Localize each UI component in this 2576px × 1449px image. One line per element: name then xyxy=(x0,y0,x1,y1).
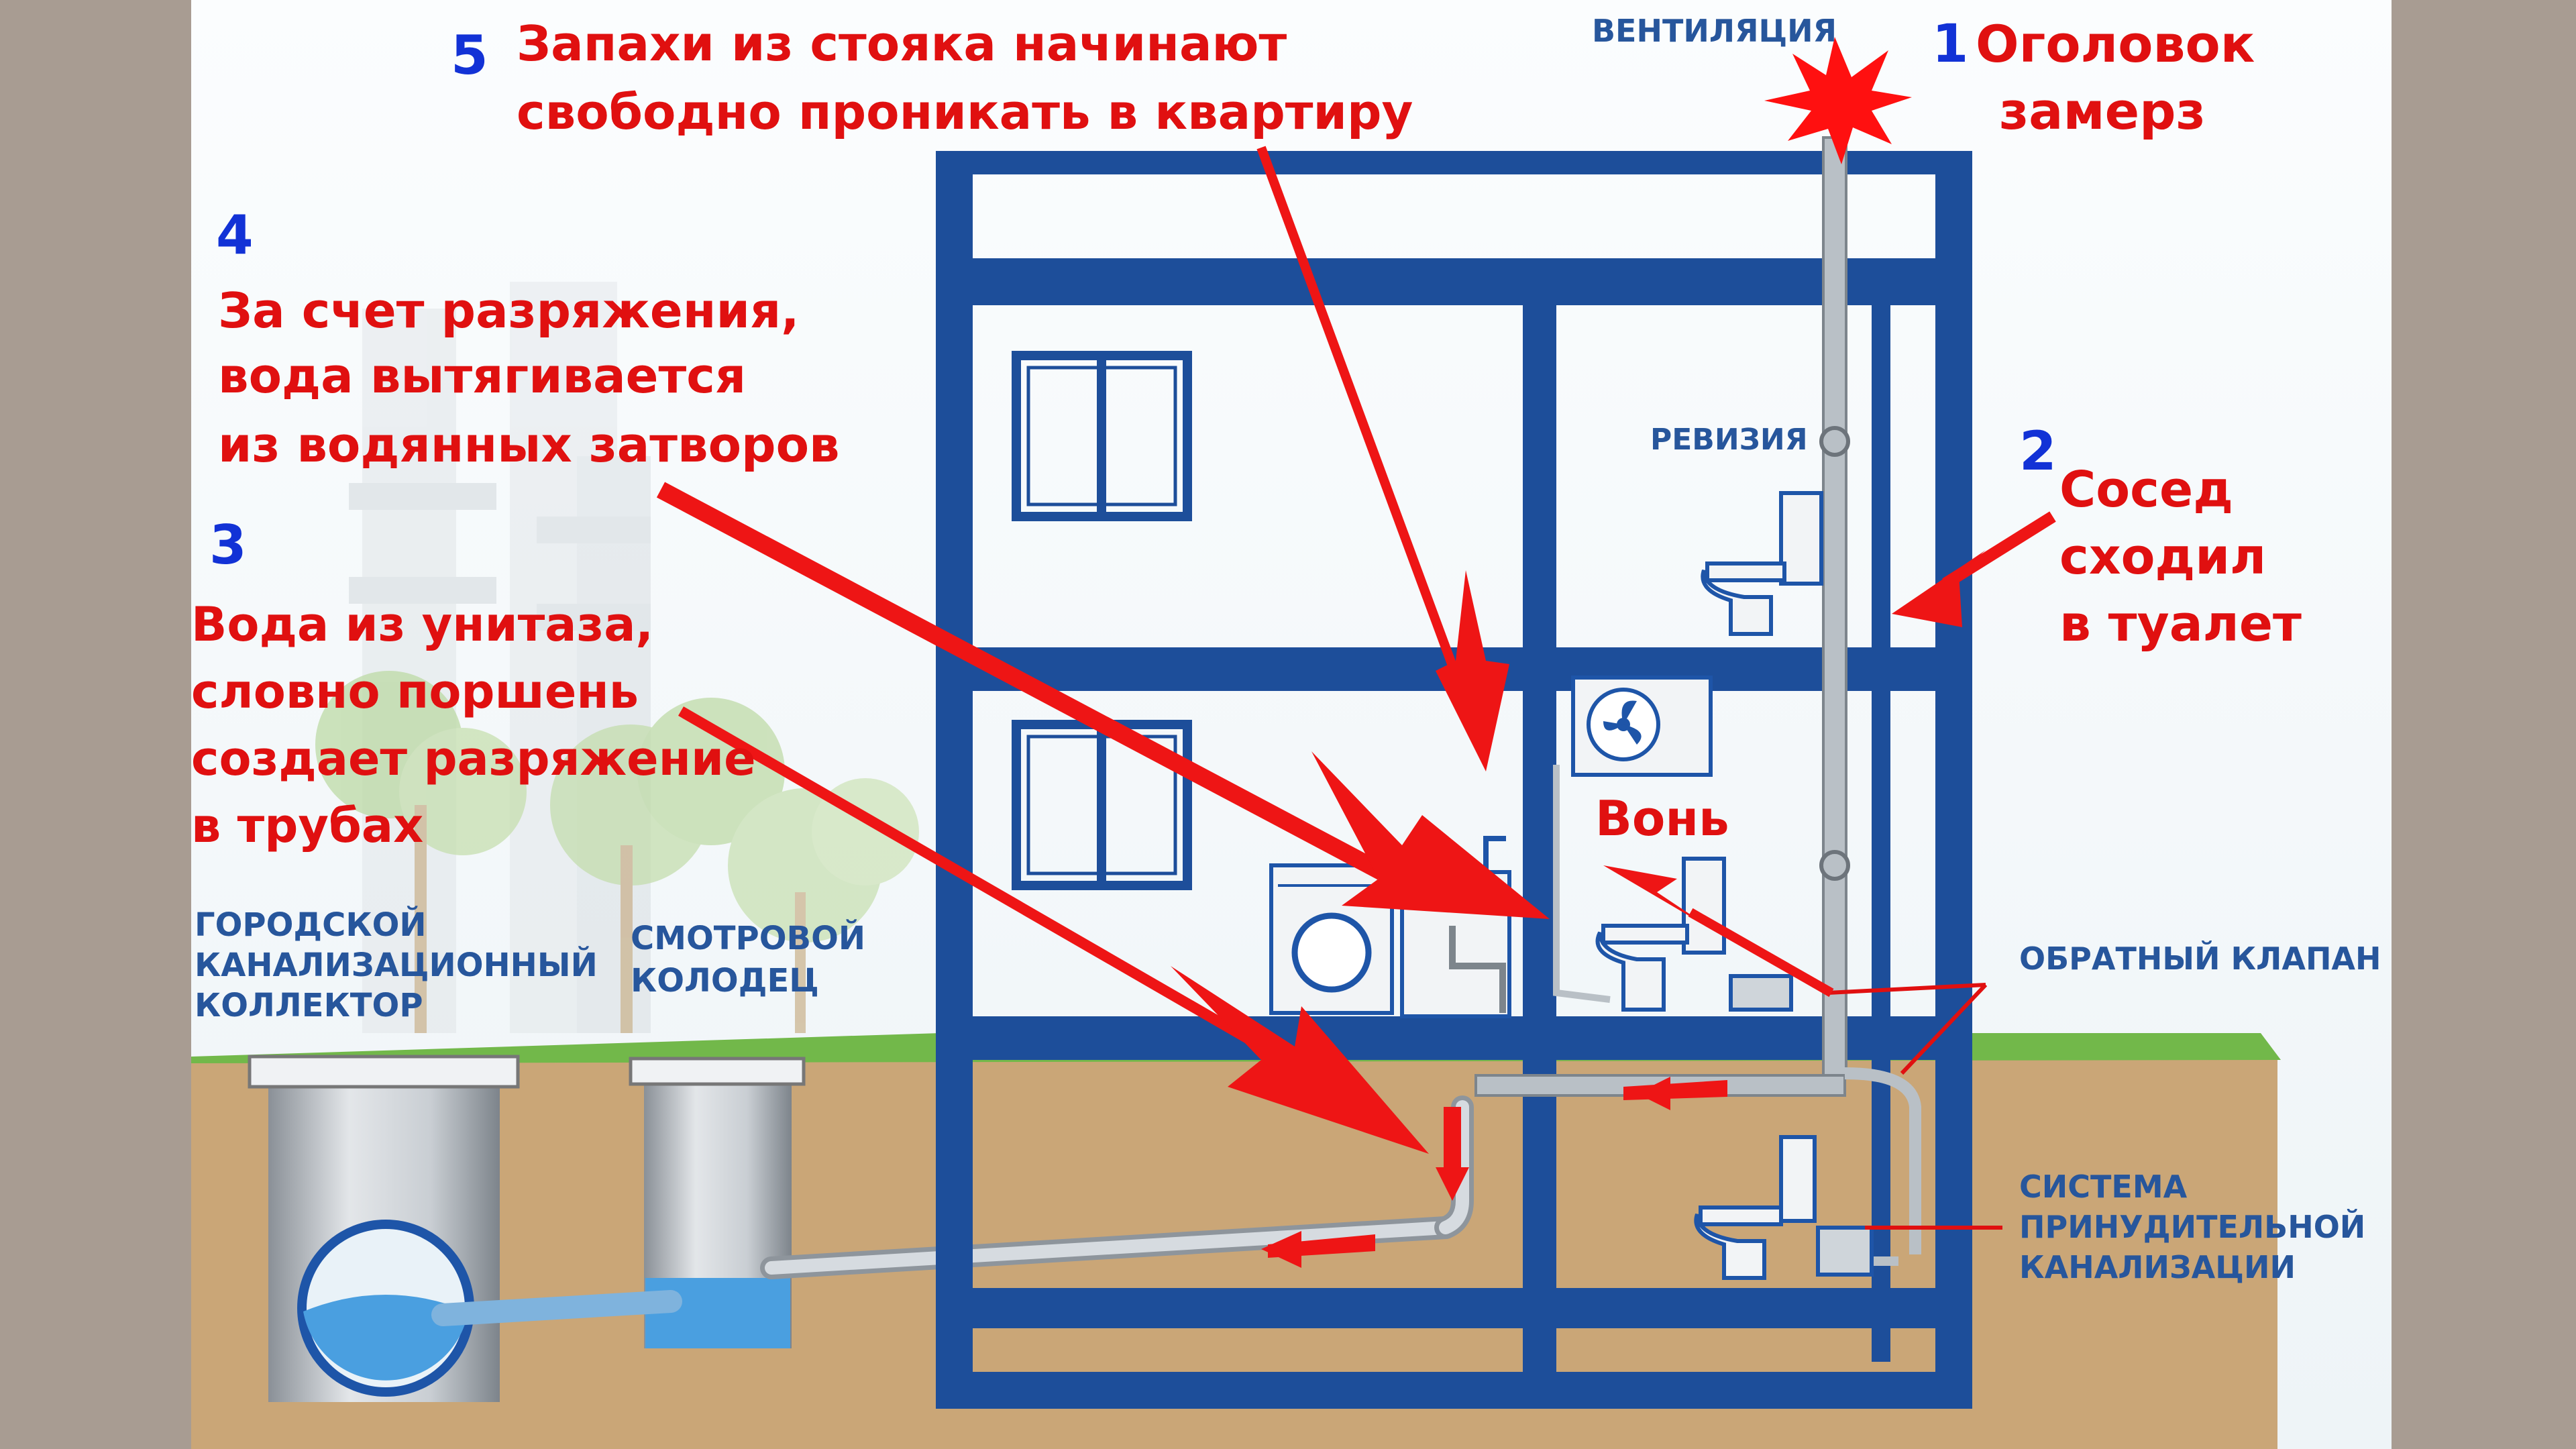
svg-text:КОЛОДЕЦ: КОЛОДЕЦ xyxy=(631,962,819,1000)
toilet-basement-icon xyxy=(1694,1135,1874,1280)
smell-label: Вонь xyxy=(1595,790,1729,847)
arrow-water-seal xyxy=(656,482,1550,919)
arrow-piston xyxy=(678,706,1429,1154)
svg-text:в туалет: в туалет xyxy=(2059,595,2302,653)
toilet-middle-floor-icon xyxy=(1595,857,1793,1012)
svg-text:создает разряжение: создает разряжение xyxy=(191,731,756,786)
city-collector-well xyxy=(248,1055,520,1402)
frozen-vent-icon xyxy=(1764,37,1912,164)
svg-text:За счет разряжения,: За счет разряжения, xyxy=(218,282,800,339)
svg-text:КОЛЛЕКТОР: КОЛЛЕКТОР xyxy=(195,987,423,1024)
svg-text:4: 4 xyxy=(216,204,254,266)
svg-text:свободно проникать в квартиру: свободно проникать в квартиру xyxy=(517,84,1413,140)
svg-text:1: 1 xyxy=(1932,14,1968,74)
annotation-5: 5 Запахи из стояка начинают свободно про… xyxy=(451,15,1413,140)
valve-callout-lines xyxy=(1827,983,2002,1230)
svg-text:Сосед: Сосед xyxy=(2059,461,2233,519)
svg-text:СМОТРОВОЙ: СМОТРОВОЙ xyxy=(631,919,865,957)
building-frame xyxy=(936,151,1972,1409)
annotation-2: 2 Сосед сходил в туалет xyxy=(2019,420,2302,653)
air-conditioner-icon xyxy=(1553,676,1713,1003)
toilet-top-floor-icon xyxy=(1701,491,1823,636)
background-buildings xyxy=(349,282,651,1033)
svg-text:Оголовок: Оголовок xyxy=(1976,14,2255,74)
svg-text:сходил: сходил xyxy=(2059,528,2266,586)
arrow-neighbor xyxy=(1892,511,2056,627)
svg-text:5: 5 xyxy=(451,24,488,87)
trees xyxy=(315,671,919,1033)
svg-text:словно поршень: словно поршень xyxy=(191,664,639,719)
annotation-1: 1 Оголовок замерз xyxy=(1932,14,2255,141)
ventilation-label: ВЕНТИЛЯЦИЯ xyxy=(1592,13,1837,49)
annotation-4: 4 За счет разряжения, вода вытягивается … xyxy=(216,204,840,473)
flow-arrows xyxy=(1261,1077,1727,1268)
annotation-3: 3 Вода из унитаза, словно поршень создае… xyxy=(191,514,756,853)
annotation-arrows xyxy=(656,146,2056,1268)
arrow-smell-into-apartment xyxy=(1256,146,1509,771)
svg-text:СИСТЕМА: СИСТЕМА xyxy=(2019,1169,2188,1205)
svg-text:КАНАЛИЗАЦИИ: КАНАЛИЗАЦИИ xyxy=(2019,1249,2296,1285)
check-valve-label: ОБРАТНЫЙ КЛАПАН xyxy=(2019,941,2381,977)
svg-text:КАНАЛИЗАЦИОННЫЙ: КАНАЛИЗАЦИОННЫЙ xyxy=(195,946,598,984)
svg-text:ГОРОДСКОЙ: ГОРОДСКОЙ xyxy=(195,906,427,944)
svg-text:ПРИНУДИТЕЛЬНОЙ: ПРИНУДИТЕЛЬНОЙ xyxy=(2019,1209,2365,1245)
inspection-well-label: СМОТРОВОЙ КОЛОДЕЦ xyxy=(631,919,865,1000)
forced-system-label: СИСТЕМА ПРИНУДИТЕЛЬНОЙ КАНАЛИЗАЦИИ xyxy=(2019,1169,2365,1285)
svg-text:Запахи из стояка начинают: Запахи из стояка начинают xyxy=(517,15,1287,72)
revision-label: РЕВИЗИЯ xyxy=(1650,423,1808,457)
city-collector-label: ГОРОДСКОЙ КАНАЛИЗАЦИОННЫЙ КОЛЛЕКТОР xyxy=(195,906,598,1024)
sewer-pipes xyxy=(431,1095,1474,1326)
svg-text:замерз: замерз xyxy=(1999,81,2206,141)
svg-text:3: 3 xyxy=(209,514,247,576)
revision-hatch-icon xyxy=(1819,426,1850,457)
svg-text:вода вытягивается: вода вытягивается xyxy=(218,347,746,404)
svg-text:2: 2 xyxy=(2019,420,2057,482)
svg-text:из водянных затворов: из водянных затворов xyxy=(218,417,840,473)
svg-text:Вода из унитаза,: Вода из унитаза, xyxy=(191,597,653,652)
svg-text:в трубах: в трубах xyxy=(191,798,423,853)
arrow-smell-toilet xyxy=(1603,865,1834,998)
vent-stack xyxy=(1474,136,1921,1266)
window-upper xyxy=(1012,351,1192,521)
